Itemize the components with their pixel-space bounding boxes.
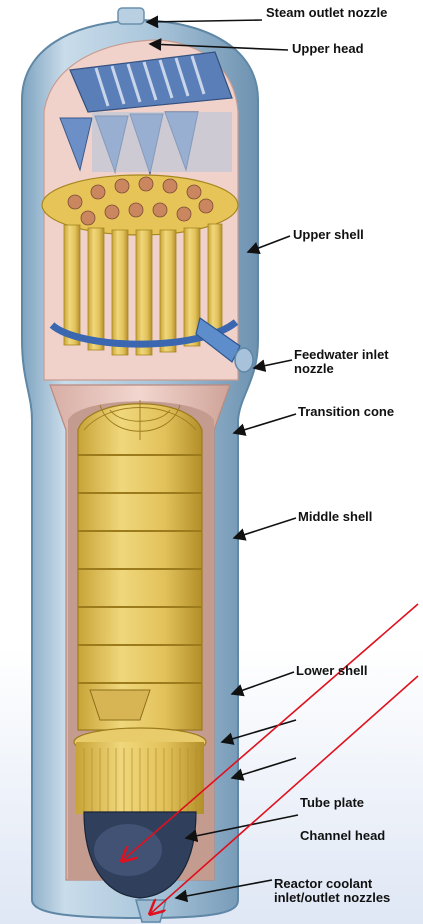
label-transition-cone: Transition cone — [298, 405, 394, 419]
label-reactor-coolant-line2: inlet/outlet nozzles — [274, 891, 390, 905]
label-upper-head: Upper head — [292, 42, 364, 56]
lower-cutaway — [50, 385, 230, 898]
label-reactor-coolant-line1: Reactor coolant — [274, 877, 372, 891]
label-feedwater-inlet-line2: nozzle — [294, 362, 334, 376]
label-steam-outlet-nozzle: Steam outlet nozzle — [266, 6, 387, 20]
label-feedwater-inlet-line1: Feedwater inlet — [294, 348, 389, 362]
label-middle-shell: Middle shell — [298, 510, 372, 524]
label-upper-shell: Upper shell — [293, 228, 364, 242]
upper-cutaway — [42, 40, 253, 380]
label-tube-plate: Tube plate — [300, 796, 364, 810]
label-channel-head: Channel head — [300, 829, 385, 843]
label-lower-shell: Lower shell — [296, 664, 368, 678]
steam-outlet-nozzle — [118, 8, 144, 24]
tube-bundle — [78, 404, 202, 730]
